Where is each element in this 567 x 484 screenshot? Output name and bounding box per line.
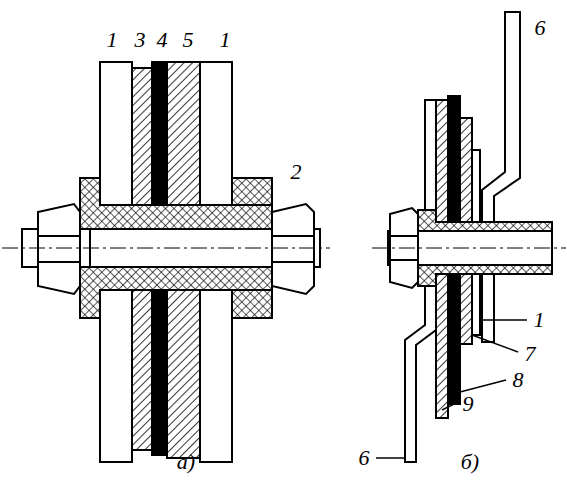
nut-edge: [272, 235, 314, 237]
leader-line: [460, 380, 506, 392]
view-caption: а): [177, 451, 195, 473]
nut-edge: [390, 259, 418, 261]
insulating-plate: [152, 62, 167, 205]
callout-number: 2: [291, 161, 302, 183]
center-line: [372, 248, 566, 249]
nut-edge: [38, 261, 80, 263]
leader-line: [480, 319, 527, 321]
bus-bar: [200, 62, 232, 205]
center-line: [2, 248, 330, 249]
leader-line: [472, 335, 518, 352]
callout-number: 1: [534, 309, 545, 331]
callout-number: 4: [157, 29, 168, 51]
callout-number: 7: [525, 343, 536, 365]
gasket-plate: [132, 68, 152, 205]
callout-number: 1: [107, 29, 118, 51]
nut-edge: [38, 235, 80, 237]
callout-number: 8: [513, 369, 524, 391]
bus-bar: [100, 290, 132, 462]
leader-lines: [376, 320, 527, 458]
callout-number: 6: [359, 447, 370, 469]
leader-line: [442, 402, 458, 410]
gasket-plate: [167, 290, 200, 458]
insulating-plate: [152, 290, 167, 455]
view-a: [22, 62, 320, 462]
callout-number: 3: [135, 29, 146, 51]
nut-edge: [390, 235, 418, 237]
bus-bar: [200, 290, 232, 462]
callout-number: 6: [535, 17, 546, 39]
callout-number: 1: [220, 29, 231, 51]
insulating-washer: [232, 290, 272, 318]
nut: [38, 204, 80, 294]
view-caption: б): [461, 451, 479, 473]
callout-number: 9: [463, 393, 474, 415]
callout-number: 5: [183, 29, 194, 51]
insulating-washer: [232, 178, 272, 205]
nut: [272, 204, 314, 294]
view-b: [388, 12, 552, 462]
gasket-plate: [167, 62, 200, 205]
nut-edge: [272, 261, 314, 263]
bus-bar: [482, 12, 520, 342]
leader-line: [376, 457, 404, 459]
bus-bar: [100, 62, 132, 205]
gasket-plate: [132, 290, 152, 450]
